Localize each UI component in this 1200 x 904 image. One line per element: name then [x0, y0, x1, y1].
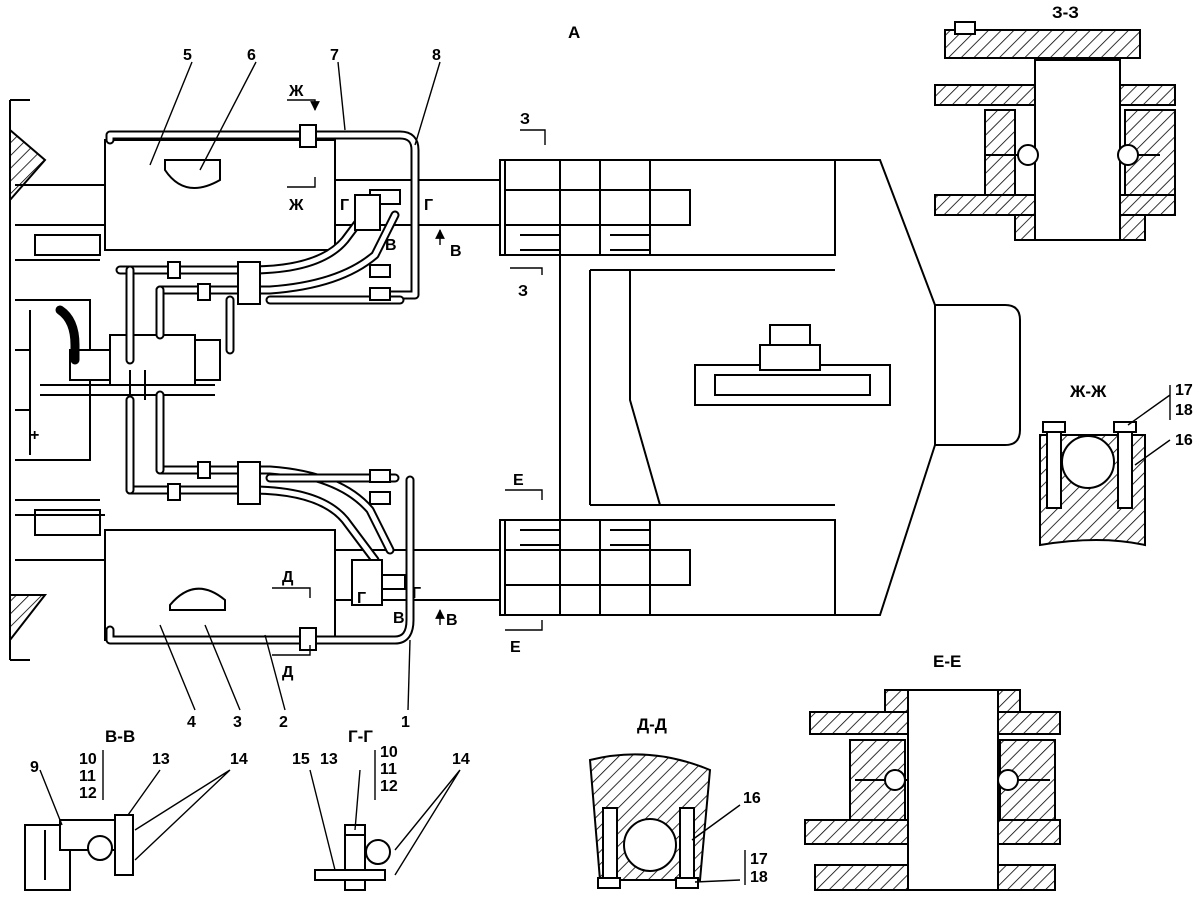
central-frame	[559, 159, 936, 616]
frame-left-bracket-bottom	[9, 594, 48, 643]
cut-mark-d-bottom: Д	[282, 664, 294, 681]
callout-13-v: 13	[152, 751, 170, 768]
cut-mark-z-bottom: З	[518, 283, 528, 300]
lower-beam	[335, 519, 836, 616]
cut-mark-v-upper-left: В	[385, 237, 397, 254]
upper-frame-lines	[15, 184, 105, 256]
callout-16-d: 16	[743, 790, 761, 807]
callout-18-d: 18	[750, 869, 768, 886]
section-zz	[934, 21, 1176, 241]
leader-lines	[149, 61, 441, 711]
central-nose	[935, 304, 1021, 446]
callout-16-zh: 16	[1175, 432, 1193, 449]
callout-10-v: 10	[79, 751, 97, 768]
callout-6: 6	[247, 47, 256, 64]
callout-14-g: 14	[452, 751, 470, 768]
callout-15: 15	[292, 751, 310, 768]
lower-bracket-body	[104, 529, 336, 641]
cut-mark-v-lower-right: В	[446, 612, 458, 629]
callout-11-v: 11	[79, 768, 96, 785]
callout-5: 5	[183, 47, 192, 64]
valve-bar	[40, 370, 215, 400]
central-hub-top2	[769, 324, 811, 346]
section-zhzh	[1039, 385, 1171, 547]
cut-mark-z-top: З	[520, 111, 530, 128]
upper-plates	[504, 160, 651, 255]
lower-plates	[504, 520, 651, 615]
callout-17-zh: 17	[1175, 382, 1193, 399]
callout-11-g: 11	[380, 761, 397, 778]
valve-block	[109, 334, 196, 386]
view-a-label: А	[568, 23, 580, 42]
section-title-ee: Е-Е	[933, 652, 961, 671]
cut-mark-v-lower-left: В	[393, 610, 405, 627]
cut-mark-g-lower-left: Г	[357, 590, 366, 607]
callout-3: 3	[233, 714, 242, 731]
callout-18-zh: 18	[1175, 402, 1193, 419]
plus-mark: +	[30, 427, 39, 444]
callout-13-g: 13	[320, 751, 338, 768]
cut-mark-e-bottom: Е	[510, 639, 521, 656]
cut-mark-g-upper-left: Г	[340, 197, 349, 214]
valve-cable	[55, 305, 80, 365]
callout-1: 1	[401, 714, 410, 731]
central-hub-top	[759, 344, 821, 371]
section-title-dd: Д-Д	[637, 715, 667, 734]
lower-bracket-cutout	[169, 587, 226, 611]
upper-bracket-cutout	[164, 159, 221, 189]
valve-block-side	[194, 339, 221, 381]
cut-mark-d-top: Д	[282, 569, 294, 586]
cut-mark-v-upper-right: В	[450, 243, 462, 260]
callout-17-d: 17	[750, 851, 768, 868]
upper-tee-bracket	[354, 194, 381, 231]
cut-mark-zh-bottom: Ж	[288, 197, 304, 214]
callout-12-v: 12	[79, 785, 97, 802]
lower-tee-bracket	[351, 559, 383, 606]
cut-mark-g-upper-right: Г	[424, 197, 433, 214]
callout-4: 4	[187, 714, 196, 731]
cut-mark-g-lower-right: Г	[412, 585, 421, 602]
section-ee	[804, 689, 1061, 891]
section-dd	[588, 753, 746, 889]
upper-beam	[335, 159, 836, 256]
main-view: +	[9, 99, 1021, 661]
cut-mark-e-top: Е	[513, 472, 524, 489]
section-title-zz: З-З	[1052, 3, 1079, 22]
section-title-zhzh: Ж-Ж	[1069, 382, 1107, 401]
callout-2: 2	[279, 714, 288, 731]
lower-frame-lines	[15, 509, 105, 561]
cut-arrows	[272, 99, 546, 656]
section-title-gg: Г-Г	[348, 727, 373, 746]
callout-7: 7	[330, 47, 339, 64]
callout-9: 9	[30, 759, 39, 776]
section-vv	[24, 750, 231, 891]
frame-left-bracket-top	[9, 127, 47, 203]
cut-mark-zh-top: Ж	[288, 83, 304, 100]
section-gg	[309, 750, 461, 891]
callout-14-v: 14	[230, 751, 248, 768]
upper-bracket-body	[104, 139, 336, 251]
central-hub-inner	[714, 374, 871, 396]
callout-12-g: 12	[380, 778, 398, 795]
callout-10-g: 10	[380, 744, 398, 761]
section-title-vv: В-В	[105, 727, 135, 746]
callout-8: 8	[432, 47, 441, 64]
upper-hoses	[105, 130, 420, 365]
